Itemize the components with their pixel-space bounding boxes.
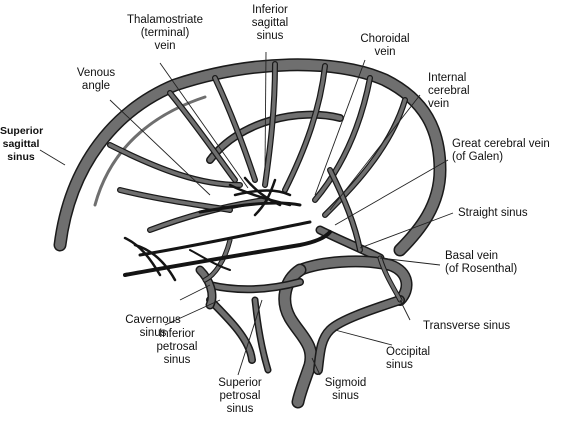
label-sigmoid-sinus: Sigmoid sinus <box>324 377 367 402</box>
label-superior-sagittal-sinus: Superior sagittal sinus <box>0 125 44 163</box>
label-occipital-sinus: Occipital sinus <box>386 346 431 371</box>
deep-veins <box>123 176 332 282</box>
label-basal-vein: Basal vein (of Rosenthal) <box>445 250 518 275</box>
label-transverse-sinus: Transverse sinus <box>423 320 511 332</box>
dural-sinuses <box>53 58 447 409</box>
leader-lines <box>39 51 454 376</box>
label-great-cerebral-vein: Great cerebral vein (of Galen) <box>452 138 550 163</box>
label-thalamostriate-vein: Thalamostriate (terminal) vein <box>126 14 204 52</box>
label-choroidal-vein: Choroidal vein <box>360 33 410 58</box>
label-inferior-petrosal-sinus: Inferior petrosal sinus <box>156 328 198 366</box>
label-straight-sinus: Straight sinus <box>458 207 528 219</box>
label-cavernous-sinus: Cavernous sinus <box>125 314 181 339</box>
label-superior-petrosal-sinus: Superior petrosal sinus <box>218 377 262 415</box>
label-inferior-sagittal-sinus: Inferior sagittal sinus <box>251 4 289 42</box>
label-internal-cerebral-vein: Internal cerebral vein <box>428 72 470 110</box>
label-venous-angle: Venous angle <box>76 67 116 92</box>
